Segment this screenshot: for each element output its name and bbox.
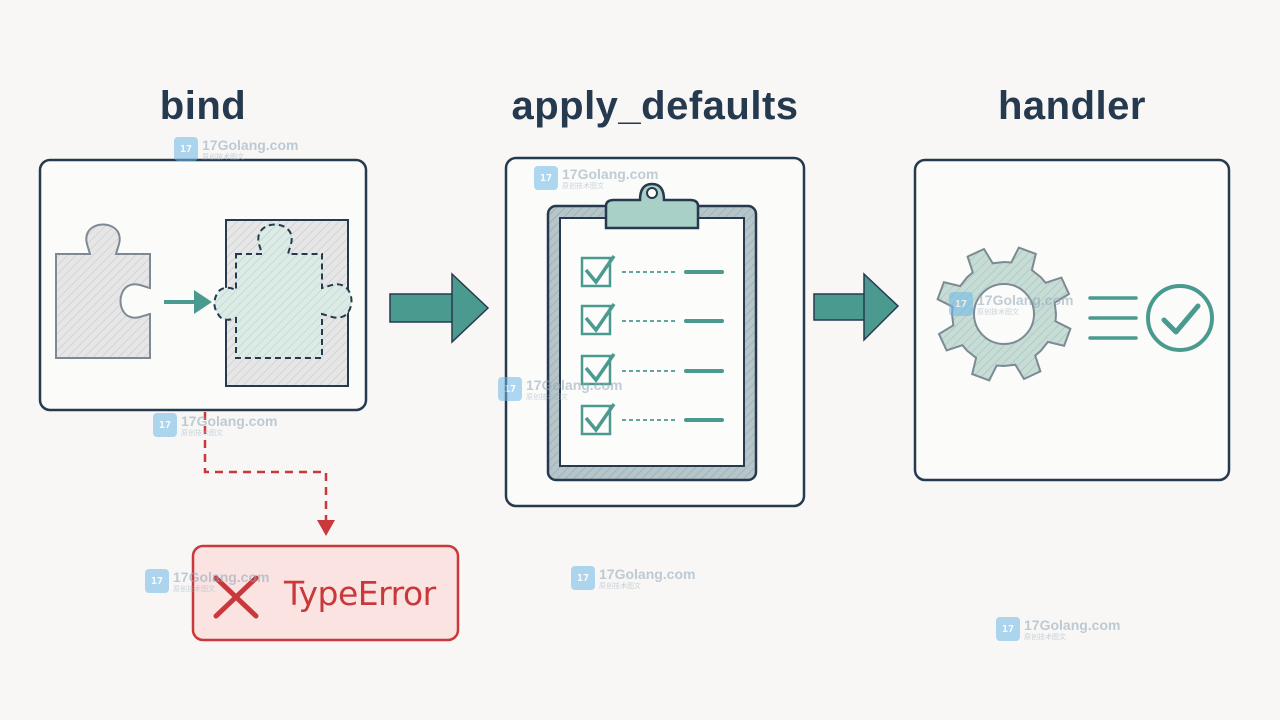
checklist-row bbox=[580, 403, 724, 436]
check-icon bbox=[584, 353, 616, 383]
checkbox-icon bbox=[580, 354, 612, 386]
check-icon bbox=[584, 403, 616, 433]
puzzle-piece-icon bbox=[55, 223, 151, 359]
error-path-arrow bbox=[203, 412, 335, 536]
error-label: TypeError bbox=[284, 574, 436, 613]
arrow-right-icon bbox=[164, 290, 212, 314]
close-x-icon bbox=[213, 575, 259, 619]
checklist-row bbox=[580, 303, 724, 336]
checkbox-icon bbox=[580, 304, 612, 336]
success-check-icon bbox=[1146, 284, 1214, 352]
stage-title-handler: handler bbox=[998, 84, 1146, 128]
flow-arrow-bind-to-apply bbox=[389, 272, 490, 344]
stage-title-bind: bind bbox=[159, 84, 247, 128]
check-icon bbox=[584, 303, 616, 333]
clipboard-icon bbox=[546, 182, 758, 482]
handler-box bbox=[913, 158, 1231, 482]
checklist-row bbox=[580, 353, 724, 386]
motion-lines bbox=[1088, 296, 1138, 340]
error-box bbox=[191, 544, 460, 642]
checkbox-icon bbox=[580, 256, 612, 288]
puzzle-slot-icon bbox=[213, 219, 353, 387]
checkbox-icon bbox=[580, 404, 612, 436]
checklist bbox=[580, 255, 724, 436]
checklist-row bbox=[580, 255, 724, 288]
check-icon bbox=[584, 255, 616, 285]
flow-arrow-apply-to-handler bbox=[813, 272, 900, 342]
stage-title-apply-defaults: apply_defaults bbox=[511, 84, 799, 128]
gear-icon bbox=[936, 246, 1072, 382]
